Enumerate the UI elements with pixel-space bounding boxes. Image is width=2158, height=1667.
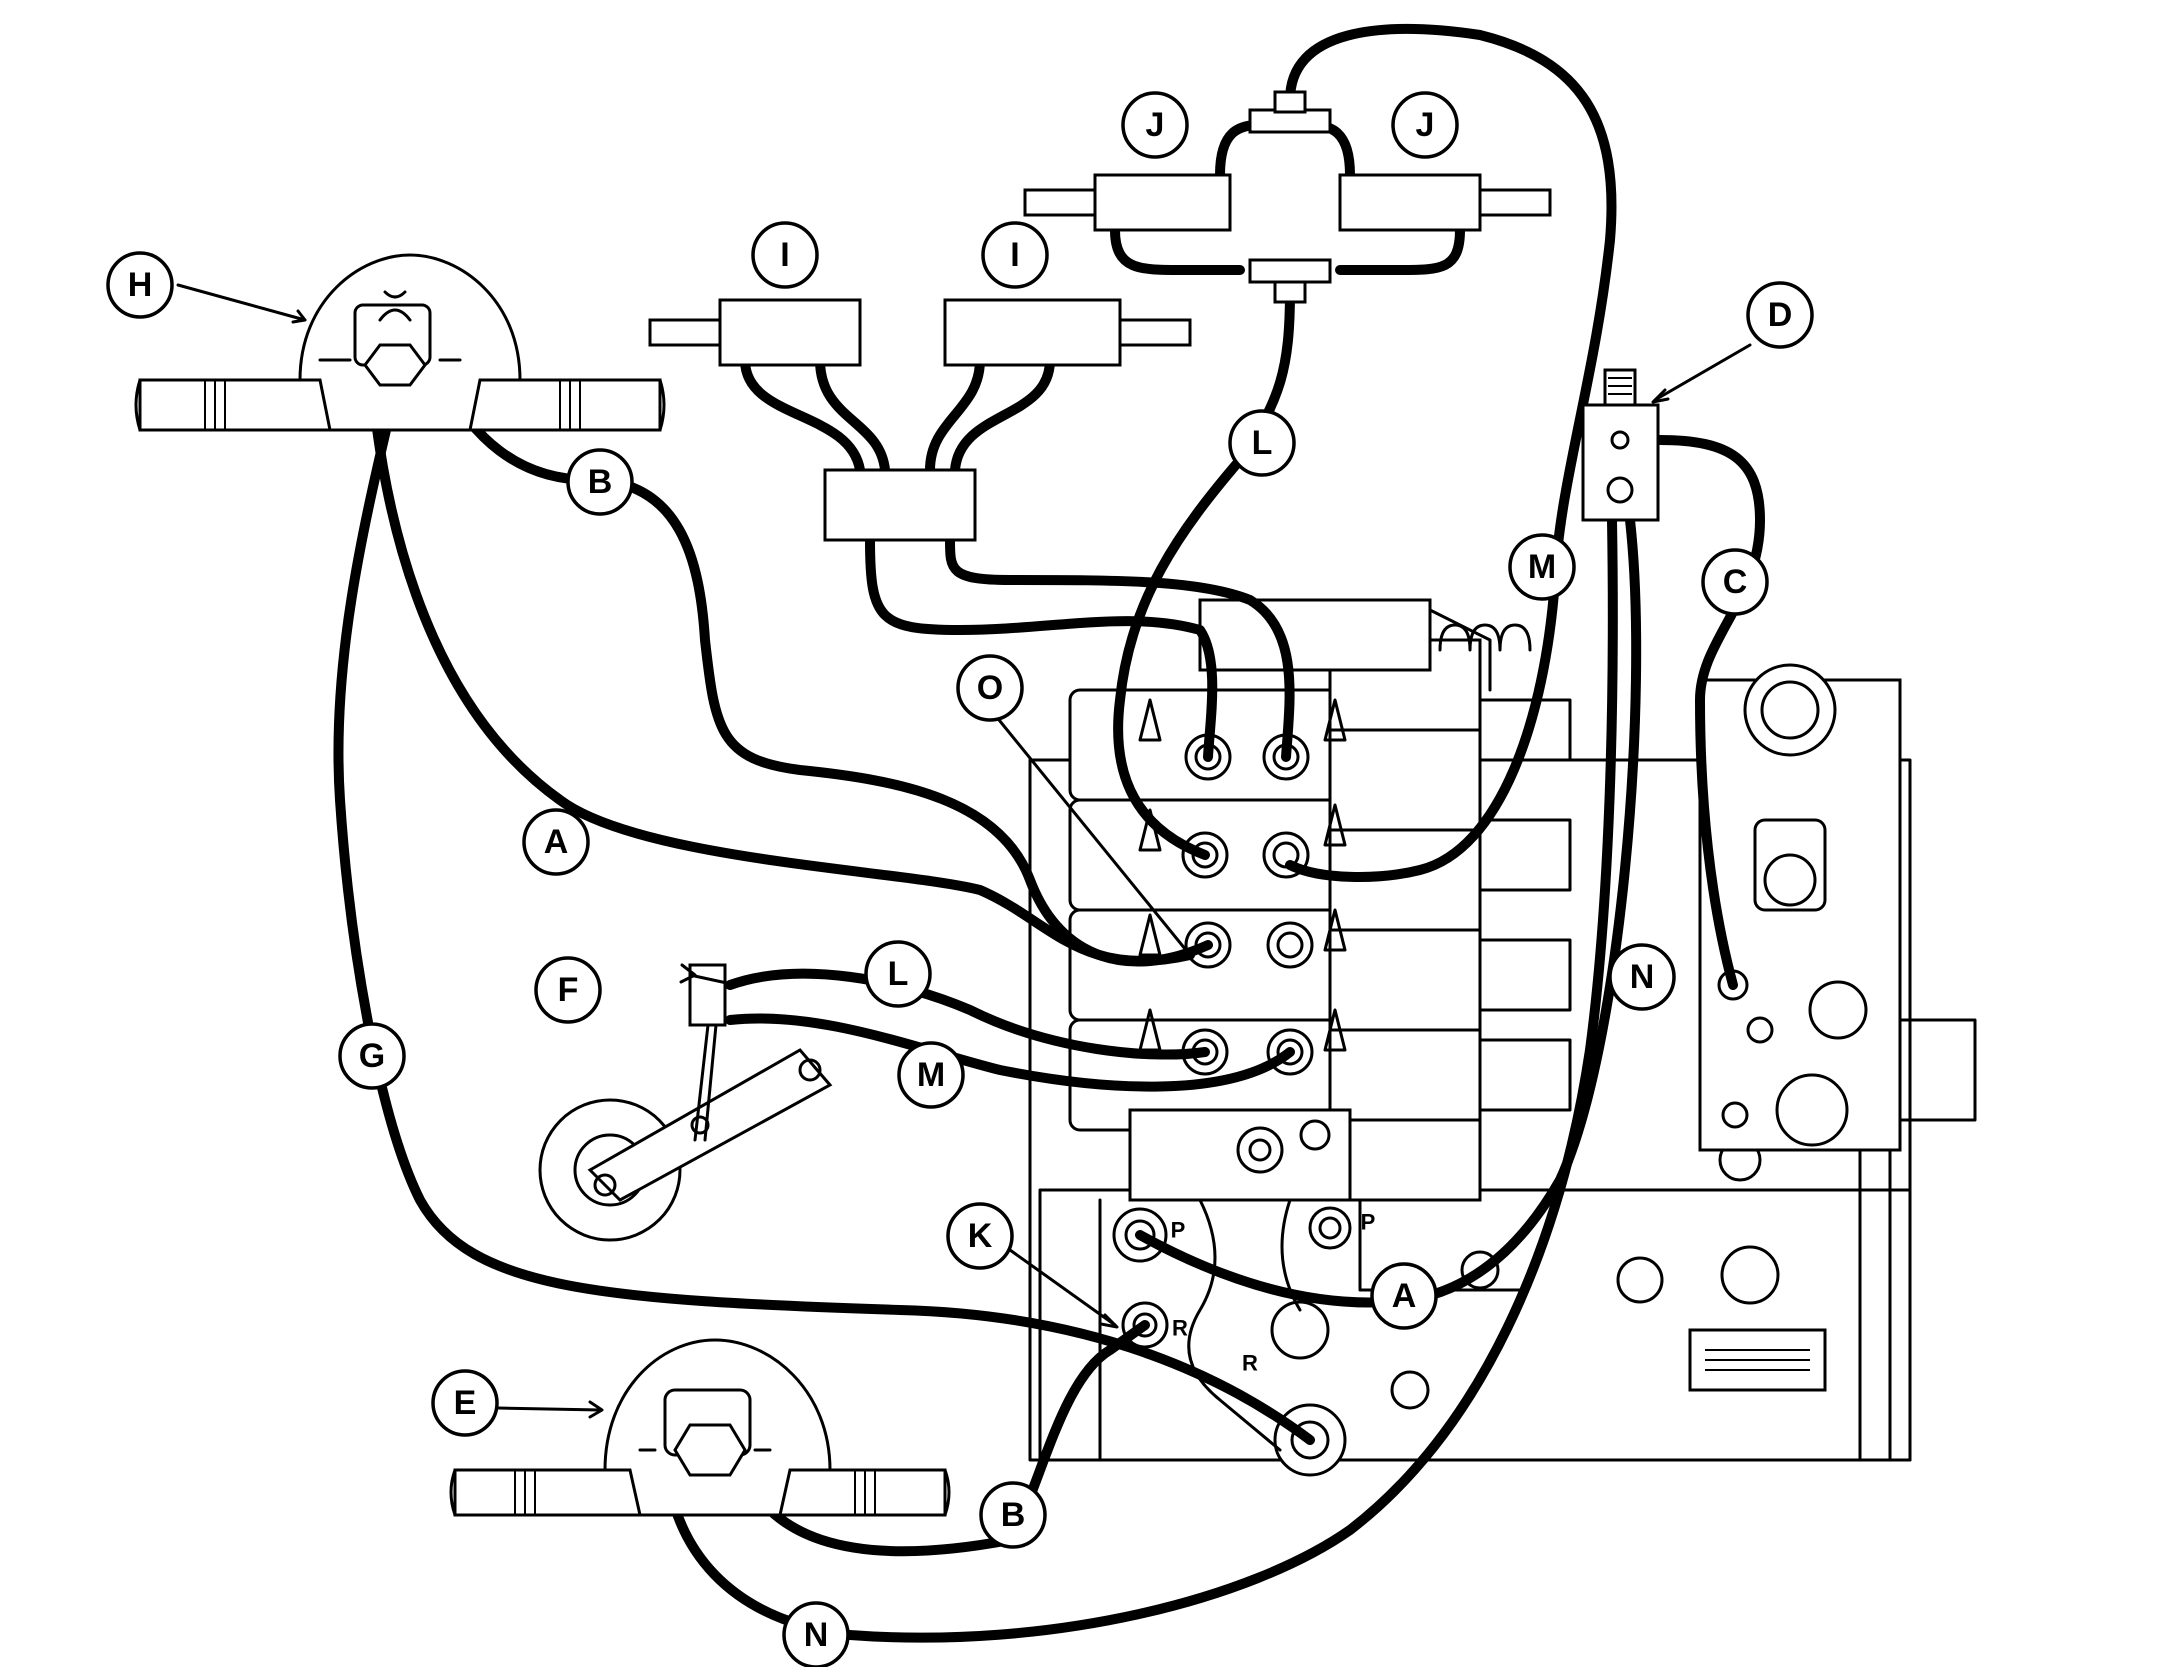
callouts: H B A G F E B N K A O L M I I J J L M D … <box>106 91 1814 1667</box>
svg-text:M: M <box>1528 548 1556 586</box>
svg-text:J: J <box>1146 106 1165 144</box>
hose-l-top <box>1113 285 1295 860</box>
callout-o: O <box>956 654 1024 722</box>
callout-a-bottom: A <box>1370 1262 1438 1330</box>
callout-d: D <box>1746 281 1814 349</box>
callout-b-bottom: B <box>979 1481 1047 1549</box>
hose-i-1 <box>865 535 1218 762</box>
port-label-r2: R <box>1242 1351 1258 1376</box>
callout-m-mid: M <box>897 1041 965 1109</box>
svg-text:B: B <box>1001 1496 1026 1534</box>
svg-text:C: C <box>1723 563 1748 601</box>
svg-text:H: H <box>128 266 153 304</box>
hose-a-bottom <box>1135 515 1642 1308</box>
svg-text:L: L <box>888 955 909 993</box>
port-label-r1: R <box>1172 1316 1188 1341</box>
component-f-lift-link <box>538 963 833 1242</box>
callout-b-top: B <box>566 448 634 516</box>
callout-a-left: A <box>522 808 590 876</box>
leader-lines <box>176 283 1752 1419</box>
callout-n-right: N <box>1608 943 1676 1011</box>
port-label-p1: P <box>1171 1218 1186 1243</box>
i-manifold-block <box>823 468 977 542</box>
port-labels: P P R R <box>1171 1210 1376 1376</box>
solenoid-5 <box>1328 1028 1482 1132</box>
svg-text:A: A <box>1392 1277 1417 1315</box>
hose-m-mid <box>725 1013 1295 1092</box>
callout-k: K <box>946 1202 1014 1270</box>
hose-c <box>1655 435 1765 990</box>
callout-n-bottom: N <box>782 1601 850 1667</box>
svg-text:K: K <box>968 1217 993 1255</box>
component-h-cylinder-mount <box>134 253 666 432</box>
hose-l-mid <box>725 968 1210 1060</box>
svg-text:I: I <box>1010 236 1019 274</box>
solenoid-2 <box>1328 728 1482 832</box>
callout-j-right: J <box>1391 91 1459 159</box>
svg-text:G: G <box>359 1037 385 1075</box>
solenoid-4 <box>1328 928 1482 1032</box>
svg-text:N: N <box>804 1616 829 1654</box>
callout-i-right: I <box>981 221 1049 289</box>
callout-e: E <box>431 1369 499 1437</box>
callout-l-top: L <box>1228 409 1296 477</box>
component-i-solenoid-valves <box>648 298 1192 542</box>
hose-a-top <box>365 355 1195 966</box>
hose-i-2 <box>945 535 1295 762</box>
hoses <box>333 24 1765 1643</box>
callout-j-left: J <box>1121 91 1189 159</box>
component-e-cylinder-mount <box>449 1338 951 1517</box>
round-connector <box>1808 980 1868 1040</box>
component-d-pressure-switch <box>1581 368 1660 522</box>
svg-text:L: L <box>1252 424 1273 462</box>
solenoid-6 <box>1328 1118 1482 1202</box>
callout-i-left: I <box>751 221 819 289</box>
port-label-p2: P <box>1361 1210 1376 1235</box>
top-manifold <box>1198 598 1432 672</box>
component-j-solenoid-valves <box>1023 90 1552 304</box>
svg-text:F: F <box>558 971 579 1009</box>
callout-h: H <box>106 251 174 319</box>
svg-text:N: N <box>1630 958 1655 996</box>
right-side-plate <box>1698 663 1902 1152</box>
callout-l-mid: L <box>864 940 932 1008</box>
callout-g: G <box>338 1022 406 1090</box>
svg-text:D: D <box>1768 296 1793 334</box>
valve-stack-assembly <box>1028 598 1977 1477</box>
callout-c: C <box>1701 548 1769 616</box>
j-tee-bottom <box>1248 258 1332 284</box>
callout-m-right: M <box>1508 533 1576 601</box>
svg-text:O: O <box>977 669 1003 707</box>
svg-text:I: I <box>780 236 789 274</box>
hose-m-top <box>1285 24 1617 882</box>
svg-text:B: B <box>588 463 613 501</box>
svg-text:M: M <box>917 1056 945 1094</box>
hose-g <box>333 365 1315 1445</box>
svg-text:E: E <box>454 1384 477 1422</box>
svg-text:J: J <box>1416 106 1435 144</box>
svg-text:A: A <box>544 823 569 861</box>
callout-f: F <box>534 956 602 1024</box>
